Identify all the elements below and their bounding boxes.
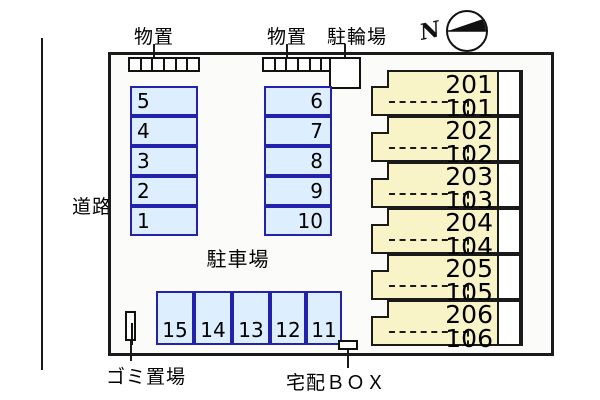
unit-corridor (497, 116, 521, 162)
unit-entrance-notch (371, 70, 389, 88)
unit-partition-dash (389, 285, 469, 287)
storage-right-label: 物置 (266, 26, 307, 48)
unit-entrance-notch (371, 208, 389, 226)
parking-stall[interactable]: 6 (264, 86, 332, 116)
unit-corridor (497, 300, 521, 346)
parking-stall[interactable]: 7 (264, 116, 332, 146)
parking-stall[interactable]: 1 (130, 206, 198, 236)
parking-stall[interactable]: 4 (130, 116, 198, 146)
unit-entrance-notch (371, 254, 389, 272)
parking-lot-label: 駐車場 (206, 247, 270, 271)
unit-partition-dash (389, 147, 469, 149)
compass-circle (446, 10, 488, 52)
unit-number-group: 204 104 (445, 208, 493, 258)
storage-right-block (262, 57, 334, 72)
garbage-area-inner-line (131, 323, 133, 345)
unit-number-group: 202 102 (445, 116, 493, 166)
storage-right-leader-line (286, 44, 288, 66)
storage-cell (153, 59, 166, 70)
storage-cell (130, 59, 142, 70)
parking-stall[interactable]: 2 (130, 176, 198, 206)
building-unit[interactable]: 204 104 (371, 208, 523, 258)
parking-stall[interactable]: 15 (156, 291, 194, 345)
parking-stall[interactable]: 13 (232, 291, 270, 345)
unit-number-group: 206 106 (445, 300, 493, 353)
storage-cell (264, 59, 276, 70)
storage-cell (188, 59, 198, 70)
unit-partition-dash (389, 193, 469, 195)
storage-cell (177, 59, 189, 70)
unit-corridor (497, 254, 521, 300)
garbage-area-leader-line (130, 341, 132, 361)
unit-entrance-notch (371, 162, 389, 180)
unit-partition-dash (389, 331, 469, 333)
building-unit[interactable]: 203 103 (371, 162, 523, 212)
unit-partition-dash-v (467, 239, 469, 254)
storage-left-leader-line (153, 44, 155, 66)
parking-stall[interactable]: 8 (264, 146, 332, 176)
delivery-box-marker (338, 340, 358, 350)
road-label: 道路 (71, 196, 112, 218)
parking-stall[interactable]: 9 (264, 176, 332, 206)
storage-cell (287, 59, 300, 70)
unit-partition-dash (389, 239, 469, 241)
unit-number-group: 205 105 (445, 254, 493, 304)
building-unit[interactable]: 206 106 (371, 300, 523, 350)
unit-corridor (497, 162, 521, 208)
building-unit[interactable]: 202 102 (371, 116, 523, 166)
parking-stall[interactable]: 3 (130, 146, 198, 176)
unit-number-group: 203 103 (445, 162, 493, 212)
unit-corridor (497, 208, 521, 254)
storage-left-block (128, 57, 200, 72)
parking-stall[interactable]: 12 (270, 291, 306, 345)
bicycle-parking-label: 駐輪場 (326, 26, 387, 48)
unit-partition-dash-v (467, 147, 469, 162)
building-unit[interactable]: 201 101 (371, 70, 523, 120)
unit-entrance-notch (371, 300, 389, 318)
storage-cell (311, 59, 323, 70)
storage-cell (142, 59, 154, 70)
unit-entrance-notch (371, 116, 389, 134)
building-unit[interactable]: 205 105 (371, 254, 523, 304)
delivery-box-leader-line (347, 350, 349, 368)
compass-rose: N (417, 8, 500, 54)
storage-cell (165, 59, 177, 70)
unit-partition-dash (389, 101, 469, 103)
unit-number-upper: 205 (445, 254, 493, 283)
parking-stall[interactable]: 11 (306, 291, 342, 345)
storage-cell (299, 59, 311, 70)
delivery-box-label: 宅配ＢＯＸ (286, 372, 387, 394)
unit-number-group: 201 101 (445, 70, 493, 120)
garbage-area-label: ゴミ置場 (106, 366, 187, 388)
parking-stall[interactable]: 10 (264, 206, 332, 236)
compass-north-letter: N (417, 16, 443, 46)
compass-needle-icon (448, 18, 486, 32)
unit-corridor (497, 70, 521, 116)
unit-number-upper: 203 (445, 162, 493, 191)
unit-partition-dash-v (467, 101, 469, 116)
road-boundary-line (41, 38, 43, 370)
storage-left-label: 物置 (133, 26, 174, 48)
parking-stall[interactable]: 14 (194, 291, 232, 345)
parking-stall[interactable]: 5 (130, 86, 198, 116)
bicycle-parking-area (329, 57, 361, 89)
unit-number-upper: 201 (445, 70, 493, 99)
garbage-area-marker (125, 311, 136, 345)
storage-cell (276, 59, 288, 70)
unit-number-upper: 202 (445, 116, 493, 145)
unit-number-lower: 106 (445, 323, 493, 353)
unit-partition-dash-v (467, 285, 469, 300)
unit-number-upper: 204 (445, 208, 493, 237)
unit-partition-dash-v (467, 331, 469, 346)
unit-partition-dash-v (467, 193, 469, 208)
unit-number-upper: 206 (445, 300, 493, 329)
